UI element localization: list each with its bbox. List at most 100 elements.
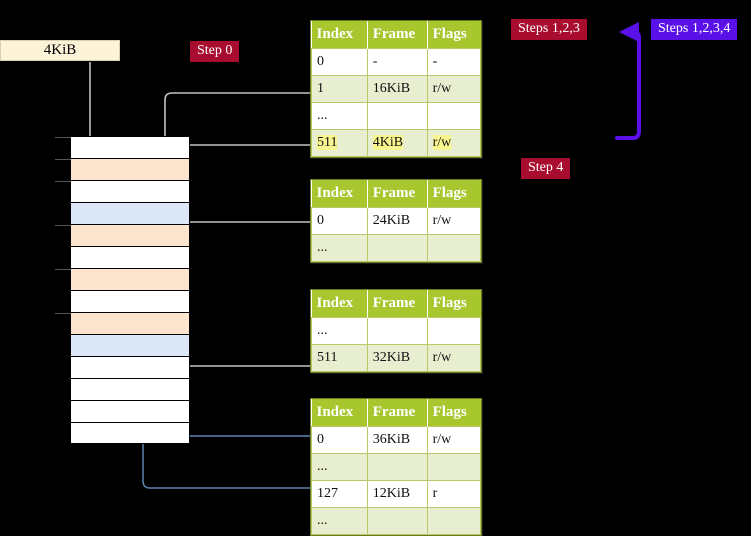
cell-flags: [426, 102, 482, 130]
cell-frame: [366, 234, 428, 262]
column-header-flags: Flags: [427, 21, 481, 49]
cell-flags-text: -: [432, 53, 438, 69]
cell-flags: -: [426, 48, 482, 76]
cell-flags: r: [426, 480, 482, 508]
cell-frame: 16KiB: [366, 75, 428, 103]
cell-index-text: 0: [317, 53, 324, 69]
memory-frame-row: [70, 334, 190, 356]
cell-index-text: ...: [317, 512, 328, 528]
memory-frame-row: [70, 400, 190, 422]
cell-flags-text: r/w: [432, 134, 452, 150]
cell-index-text: ...: [317, 458, 328, 474]
memory-frame-row: [70, 202, 190, 224]
physical-memory-column: [55, 136, 190, 444]
memory-frame-row: [55, 158, 190, 180]
table-row: 127 12KiB r: [311, 480, 482, 508]
memory-tick-mark: [55, 159, 71, 160]
memory-frame-row: [55, 312, 190, 334]
memory-frame-row: [55, 224, 190, 246]
cell-index-text: 127: [317, 485, 338, 501]
badge-step-4: Step 4: [521, 158, 571, 179]
memory-frame-row: [55, 136, 190, 158]
cell-frame: [366, 453, 428, 481]
column-header-flags: Flags: [427, 180, 481, 208]
cell-flags-text: r/w: [432, 212, 452, 228]
wire-steps-bracket: [615, 22, 641, 140]
cell-index: 1: [311, 75, 368, 103]
memory-frame-row: [70, 356, 190, 378]
cell-index-text: 0: [317, 431, 324, 447]
column-header-index: Index: [311, 180, 368, 208]
column-header-index: Index: [311, 21, 368, 49]
badge-step-0: Step 0: [190, 41, 240, 62]
cell-frame: 36KiB: [366, 426, 428, 454]
badge-steps-1234: Steps 1,2,3,4: [651, 19, 738, 40]
size-label-box: 4KiB: [0, 40, 120, 61]
table-row: ...: [311, 234, 482, 262]
cell-index: 511: [311, 344, 368, 372]
table-row: 0 24KiB r/w: [311, 207, 482, 235]
cell-frame: -: [366, 48, 428, 76]
cell-flags: [426, 317, 482, 345]
cell-frame: [366, 102, 428, 130]
cell-index: 0: [311, 426, 368, 454]
cell-frame: 12KiB: [366, 480, 428, 508]
cell-flags: r/w: [426, 75, 482, 103]
column-header-frame: Frame: [367, 290, 428, 318]
cell-index-text: 511: [317, 349, 338, 365]
cell-index: 0: [311, 48, 368, 76]
cell-frame: 32KiB: [366, 344, 428, 372]
cell-frame-text: 24KiB: [372, 212, 411, 228]
cell-flags-text: r/w: [432, 349, 452, 365]
cell-frame: 4KiB: [366, 129, 428, 157]
memory-frame-row: [70, 378, 190, 400]
table-row: 0 - -: [311, 48, 482, 76]
cell-flags: [426, 507, 482, 535]
cell-index: ...: [311, 102, 368, 130]
column-header-index: Index: [311, 399, 368, 427]
cell-index-text: 1: [317, 80, 324, 96]
cell-frame-text: 16KiB: [372, 80, 411, 96]
memory-tick-mark: [55, 181, 71, 182]
cell-frame-text: 4KiB: [372, 134, 404, 150]
cell-index-text: 0: [317, 212, 324, 228]
table-row: 1 16KiB r/w: [311, 75, 482, 103]
cell-frame: [366, 317, 428, 345]
badge-steps-123: Steps 1,2,3: [511, 19, 587, 40]
memory-frame-row: [70, 422, 190, 444]
cell-frame-text: 12KiB: [372, 485, 411, 501]
cell-flags: r/w: [426, 207, 482, 235]
cell-frame-text: -: [372, 53, 378, 69]
cell-index: 127: [311, 480, 368, 508]
cell-flags-text: r: [432, 485, 438, 501]
memory-tick-mark: [55, 137, 71, 138]
cell-index: 0: [311, 207, 368, 235]
cell-flags: r/w: [426, 129, 482, 157]
cell-flags-text: r/w: [432, 80, 452, 96]
column-header-index: Index: [311, 290, 368, 318]
memory-tick-mark: [55, 313, 71, 314]
cell-frame-text: 36KiB: [372, 431, 411, 447]
memory-frame-row: [55, 180, 190, 202]
column-header-flags: Flags: [427, 399, 481, 427]
cell-frame: 24KiB: [366, 207, 428, 235]
table-row: 511 4KiB r/w: [311, 129, 482, 157]
cell-index-text: 511: [317, 134, 338, 150]
memory-tick-mark: [55, 225, 71, 226]
column-header-frame: Frame: [367, 399, 428, 427]
memory-frame-row: [70, 290, 190, 312]
